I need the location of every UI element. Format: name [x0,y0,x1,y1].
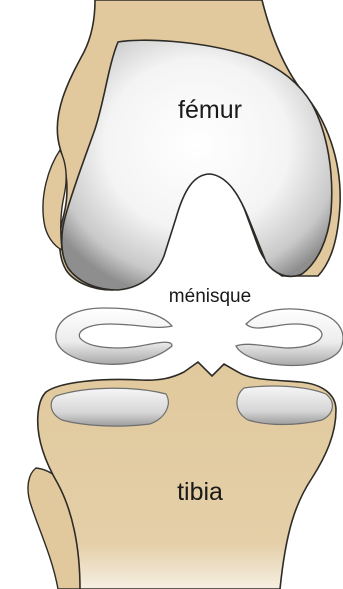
tibial-plateau-left [51,388,168,426]
menisque-label: ménisque [169,286,251,307]
tibia [28,362,336,589]
meniscus-right [236,309,343,366]
tibial-plateau-right [237,386,332,425]
meniscus-left [56,308,172,364]
tibia-label: tibia [177,478,223,506]
femur [57,0,340,290]
femur-label: fémur [178,96,242,124]
menisci [56,308,343,365]
